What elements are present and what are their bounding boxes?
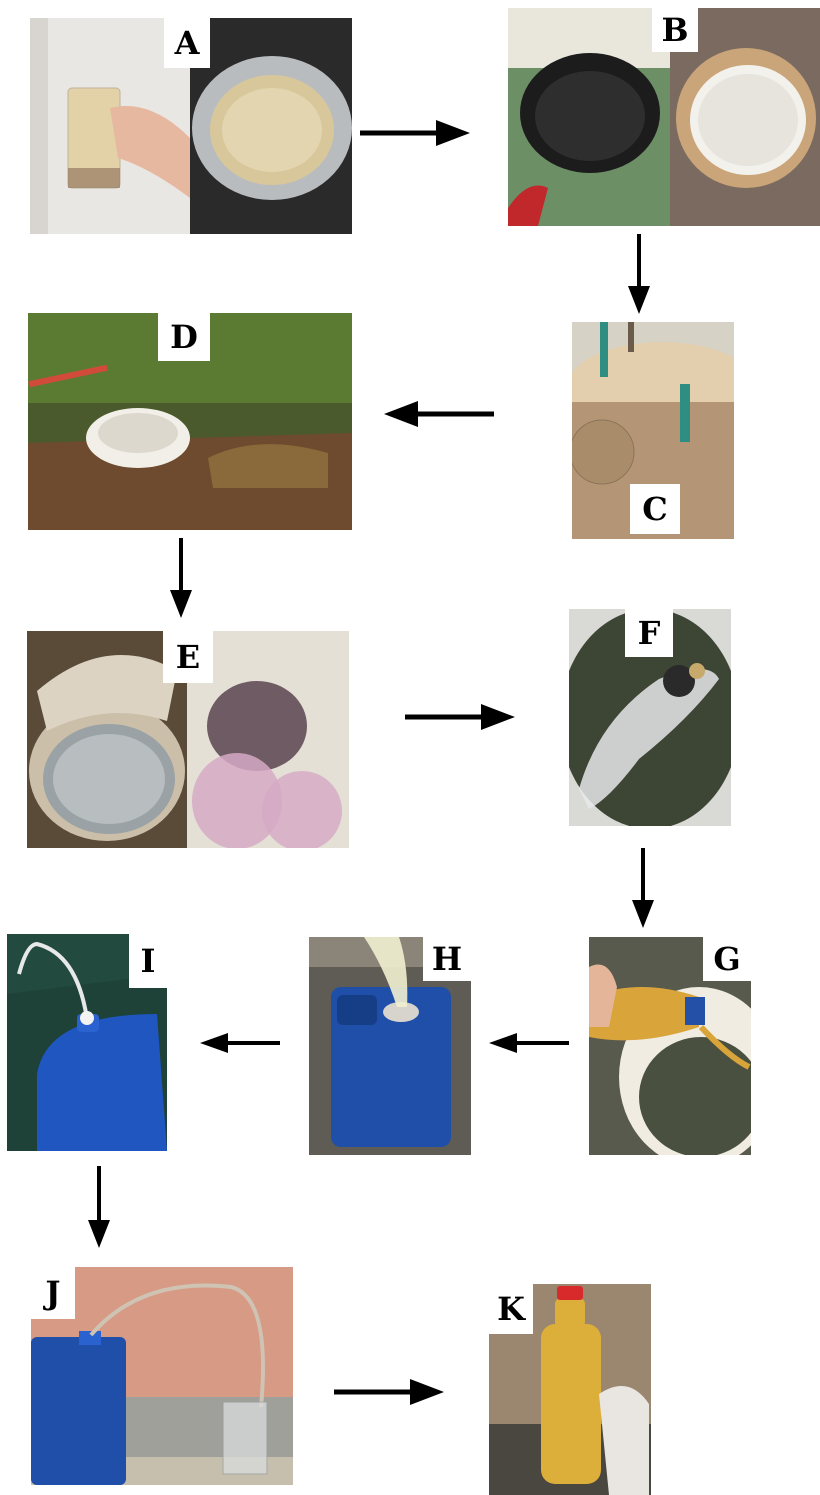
- panel-k-photo: K: [489, 1284, 651, 1495]
- arrow-f-to-g: [628, 848, 658, 930]
- panel-d-label: D: [158, 313, 210, 361]
- panel-g-label: G: [703, 937, 751, 981]
- panel-e-label: E: [163, 631, 213, 683]
- panel-c-photo: C: [572, 322, 734, 539]
- arrow-c-to-d: [384, 399, 496, 429]
- panel-h-photo: H: [309, 937, 471, 1155]
- panel-a-label: A: [164, 18, 210, 68]
- arrow-d-to-e: [166, 538, 196, 620]
- panel-c-label: C: [630, 484, 680, 534]
- panel-i-photo: I: [7, 934, 167, 1151]
- arrow-i-to-j: [84, 1166, 114, 1250]
- panel-b-photo: B: [508, 8, 820, 226]
- arrow-j-to-k: [334, 1377, 446, 1407]
- panel-k-label: K: [489, 1284, 533, 1334]
- panel-b-label: B: [652, 8, 698, 52]
- panel-e-photo: E: [27, 631, 349, 848]
- panel-a-photo: A: [30, 18, 352, 234]
- panel-j-label: J: [31, 1267, 75, 1319]
- arrow-g-to-h: [489, 1031, 571, 1055]
- arrow-a-to-b: [360, 118, 472, 148]
- panel-f-photo: F: [569, 609, 731, 826]
- panel-h-label: H: [423, 937, 471, 981]
- arrow-h-to-i: [200, 1031, 282, 1055]
- panel-j-photo: J: [31, 1267, 293, 1485]
- arrow-e-to-f: [405, 702, 517, 732]
- panel-d-photo: D: [28, 313, 352, 530]
- arrow-b-to-c: [624, 234, 654, 316]
- panel-g-photo: G: [589, 937, 751, 1155]
- panel-f-label: F: [625, 609, 673, 657]
- panel-i-label: I: [129, 934, 167, 988]
